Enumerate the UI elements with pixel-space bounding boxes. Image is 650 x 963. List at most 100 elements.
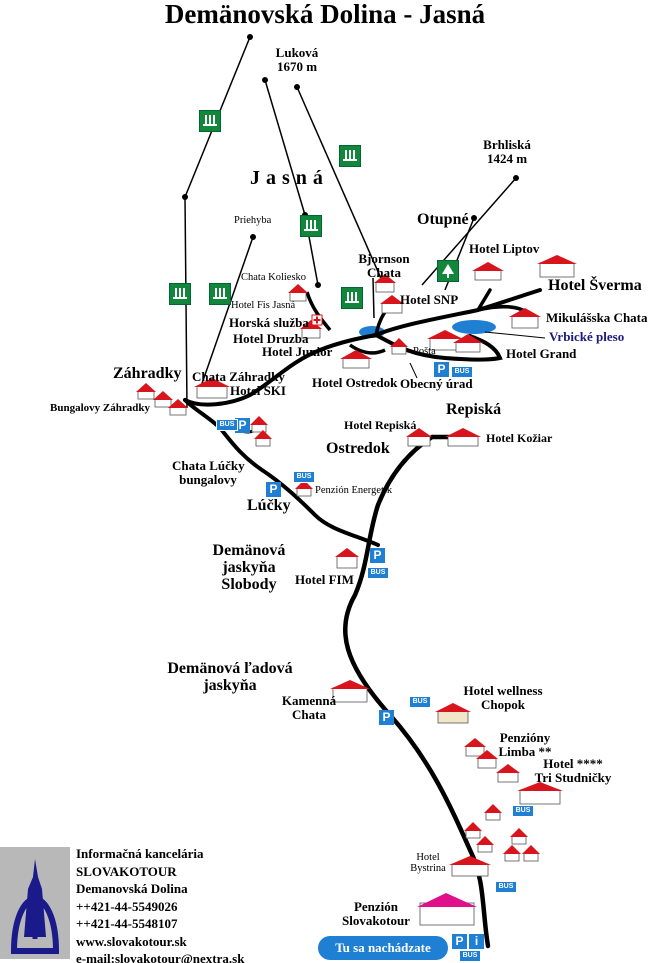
label-jaskyna-slobody-1: Demänová [212,542,286,559]
parking-icon: P [266,482,281,497]
peak-lukova-alt: 1670 m [276,58,318,74]
building [330,680,370,703]
peak-lukova: Luková 1670 m [262,46,332,73]
label-hotel-druzba: Hotel Druzba [233,331,309,346]
label-hotel-repiska: Hotel Repiská [344,418,417,432]
road-ostredok [348,343,386,355]
buildings [136,255,577,926]
area-jasna: Jasná [250,167,329,189]
tree-sign-icon [437,260,459,282]
map-title: Demänovská Dolina - Jasná [164,0,486,29]
building [254,430,272,447]
label-slovakotour-1: Penzión [353,899,399,914]
label-hotel-fis: Hotel Fis Jasná [231,300,296,311]
building [484,804,502,821]
bus-stop-icon: BUS [216,419,238,431]
bus-stop-icon: BUS [451,366,473,378]
bus-stop-icon: BUS [512,805,534,817]
building [509,308,541,329]
chairlift-sign-icon [199,110,221,132]
lift-station [294,84,300,90]
building [503,845,521,862]
building [445,428,481,447]
area-lucky: Lúčky [247,497,291,514]
label-hotel-koziar: Hotel Kožiar [486,431,553,445]
building [476,836,494,853]
building [464,738,486,757]
parking-icon: P [452,934,467,949]
bus-stop-icon: BUS [293,471,315,483]
lift-station [182,194,188,200]
label-penzion-energetik: Penzión Energetik [315,485,393,496]
label-hotel-bystrina: Hotel Bystrina [405,852,451,874]
label-jaskyna-slobody-3: Slobody [221,575,277,593]
label-bystrina-1: Hotel [416,852,440,863]
building [194,378,230,399]
info-office-phone-1: ++421-44-5549026 [76,898,178,914]
label-mikulasska-chata: Mikulášska Chata [546,310,648,325]
building [406,428,432,447]
building [300,320,322,339]
you-are-here-badge: Tu sa nachádzate [318,936,448,960]
cable-car-sign-icon [209,283,231,305]
peak-lukova-name: Luková [275,45,319,60]
label-hotel-wellness: Hotel wellness Chopok [458,684,548,711]
parking-icon: P [235,418,250,433]
label-kamenna-chata: Kamenná Chata [278,694,340,721]
building [335,548,359,569]
vrbicke-pointer [484,331,546,339]
info-office: Informačná kancelária SLOVAKOTOUR Demano… [76,845,244,963]
road-jasna [183,333,378,407]
building [168,399,188,416]
building [374,274,396,293]
building [464,822,482,839]
label-hotel-fim: Hotel FIM [295,572,354,587]
lift-line [197,236,254,396]
label-kamenna-1: Kamenná [281,693,337,708]
cable-car-sign-icon [341,287,363,309]
label-tri-studnicky: Hotel **** Tri Studničky [532,757,614,784]
info-office-title: Informačná kancelária [76,846,204,861]
area-zahradky: Záhradky [113,365,182,382]
building [288,284,308,302]
label-ladova-2: jaskyňa [203,676,257,694]
label-hotel-snp: Hotel SNP [400,292,459,307]
label-slovakotour-2: Slovakotour [342,912,410,928]
cable-car-sign-icon [169,283,191,305]
parking-icon: P [434,362,449,377]
label-ladova-jaskyna: Demänová ľadová jaskyňa [160,660,300,695]
area-otupne: Otupné [417,211,469,228]
peak-brhliska: Brhliská 1424 m [472,138,542,165]
building [390,338,408,355]
label-chata-zahradky: Chata Záhradky Hotel SKI [192,370,286,397]
label-hotel-junior: Hotel Junior [262,344,333,359]
label-chata-lucky: Chata Lúčky bungalovy [172,459,245,486]
label-chata-koliesko: Chata Koliesko [241,272,307,283]
info-office-company: SLOVAKOTOUR [76,863,177,879]
label-bjornson-1: Bjornson [358,251,410,266]
info-icon: i [469,934,484,949]
info-office-web-link[interactable]: www.slovakotour.sk [76,933,187,949]
label-bystrina-2: Bystrina [410,863,446,875]
label-penziony-limba: Penzióny Limba ** [490,731,560,758]
info-office-place: Demanovská Dolina [76,881,188,896]
label-studnicky-2: Tri Studničky [534,769,612,785]
label-jaskyna-slobody-2: jaskyňa [222,558,276,576]
building [537,255,577,278]
obecny-pointer [409,362,418,379]
label-studnicky-1: Hotel **** [543,756,603,771]
building [476,750,498,769]
lift-line [372,277,375,319]
peak-brhliska-name: Brhliská [483,137,531,152]
label-hotel-sverma: Hotel Šverma [548,277,642,294]
parking-icon: P [379,710,394,725]
building [153,391,173,408]
building [472,262,504,281]
info-office-email-link[interactable]: e-mail:slovakotour@nextra.sk [76,951,245,963]
label-kamenna-2: Chata [292,706,326,722]
label-hotel-ski: Hotel SKI [230,382,286,398]
building [449,856,491,877]
info-office-phone-2: ++421-44-5548107 [76,916,178,931]
label-jaskyna-slobody: Demänová jaskyňa Slobody [206,542,292,593]
